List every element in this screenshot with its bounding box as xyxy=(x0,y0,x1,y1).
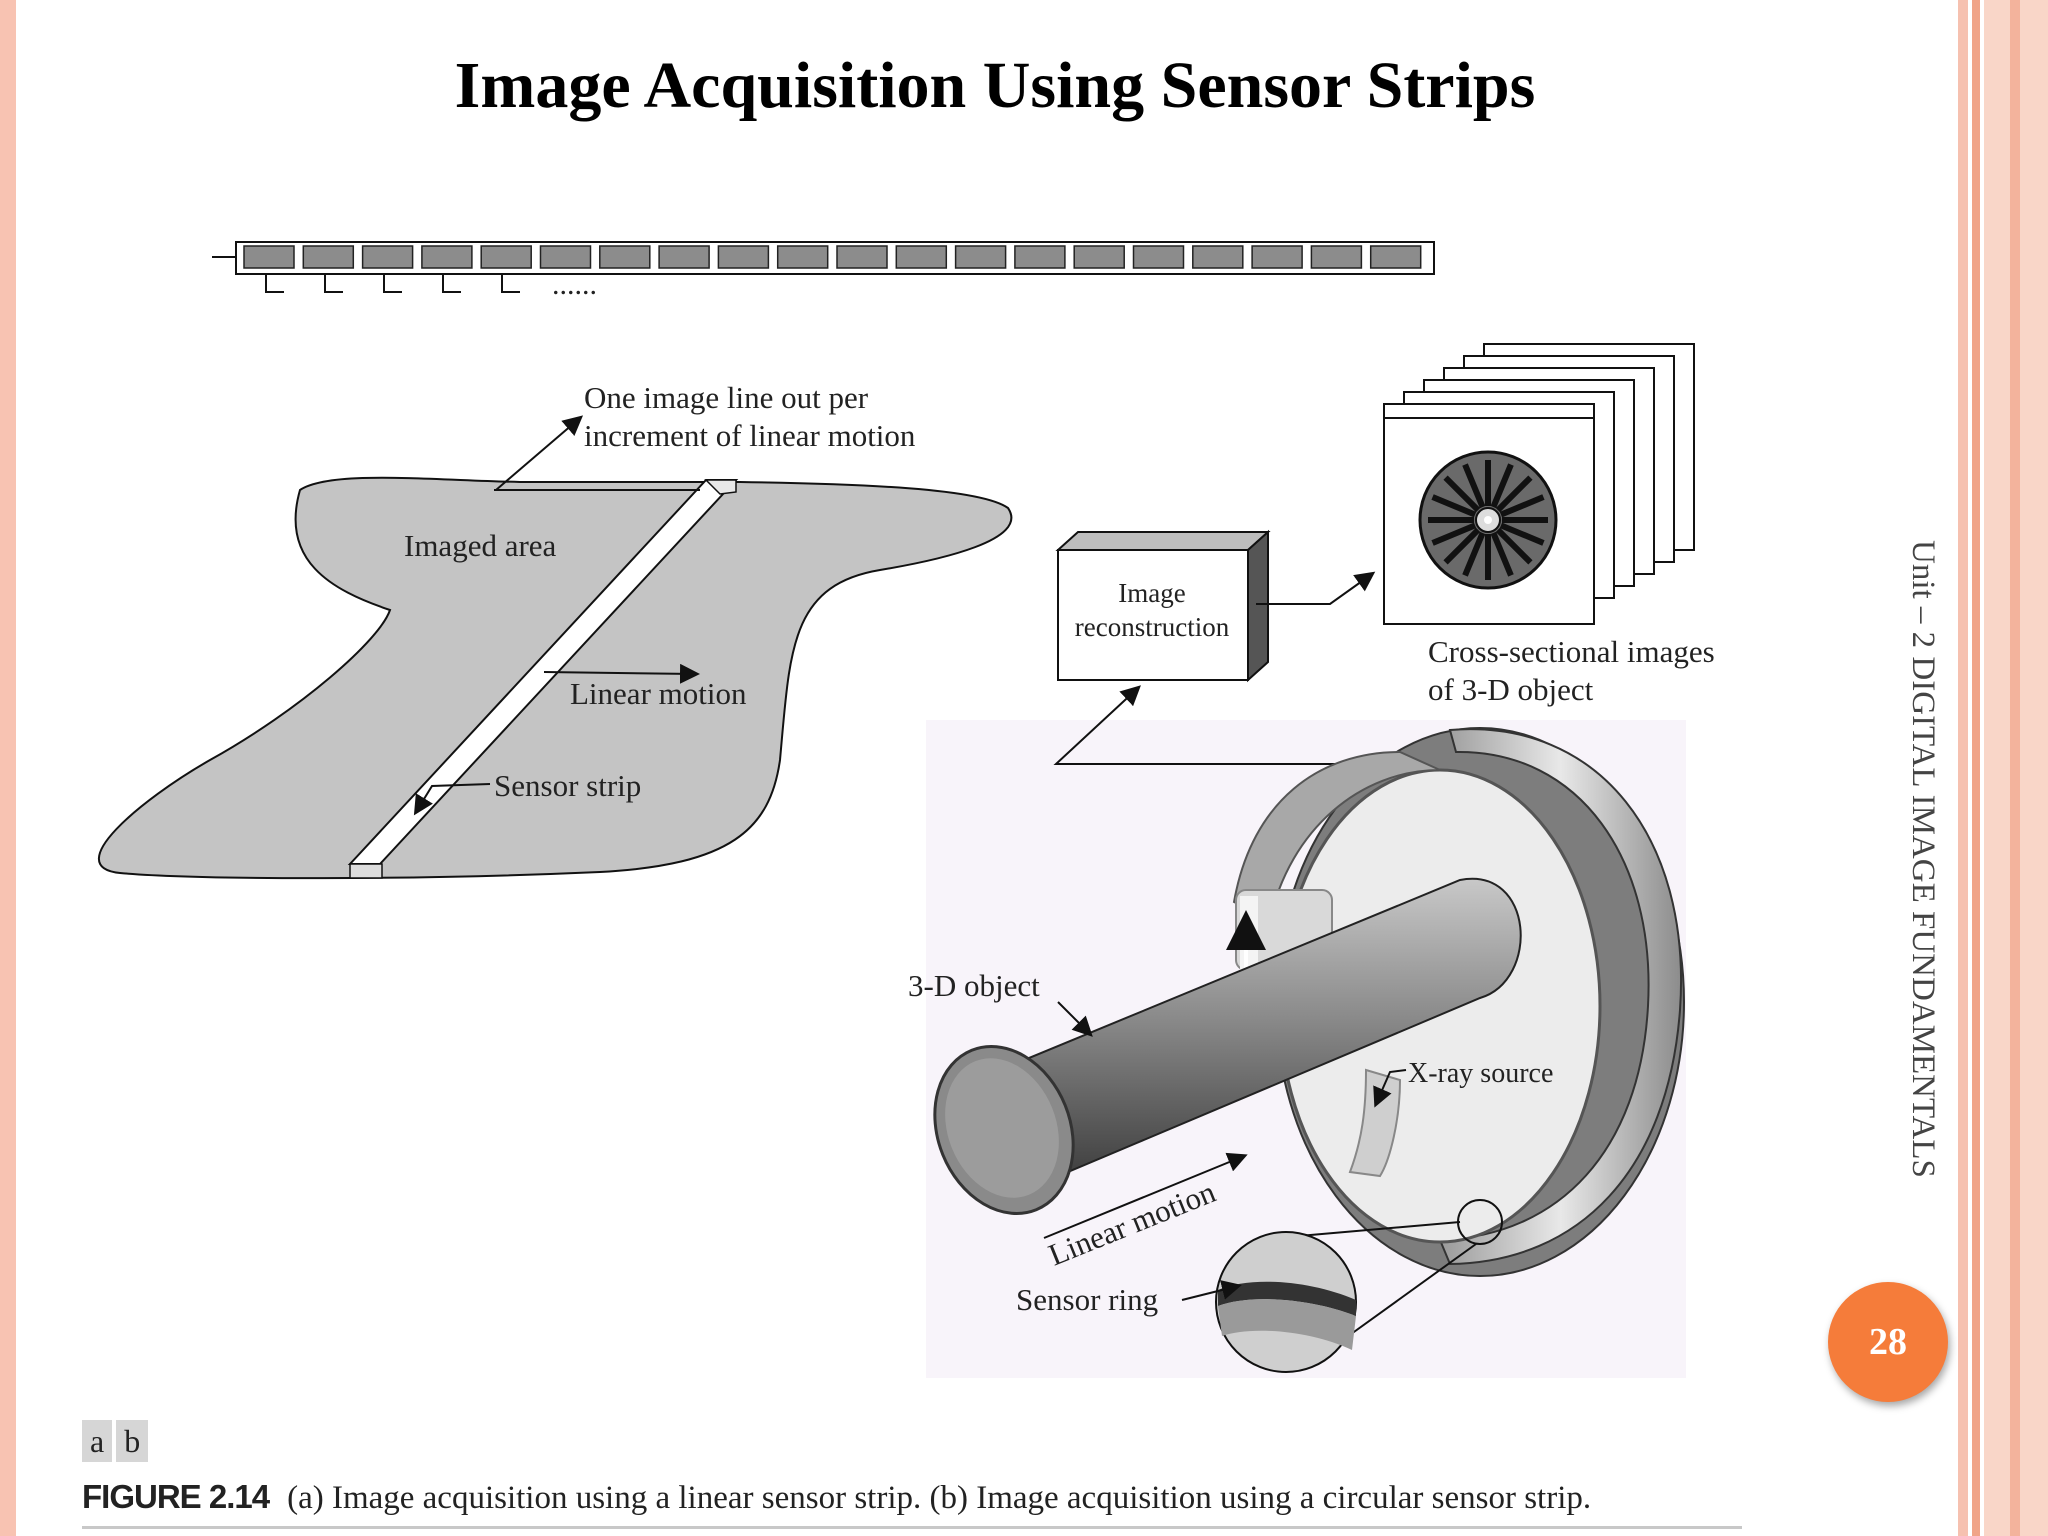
wheel-spoke xyxy=(1490,531,1514,577)
sensor-cell xyxy=(599,245,651,269)
cylinder-object xyxy=(933,877,1522,1215)
caption-divider xyxy=(82,1526,1742,1529)
cross-section-stack xyxy=(1383,343,1695,625)
right-stripe-1 xyxy=(1958,0,1968,1536)
sensor-cell xyxy=(1310,245,1363,269)
wheel-spoke xyxy=(1431,522,1477,546)
sensor-ring-zoom xyxy=(1215,1199,1503,1373)
sensor-lead xyxy=(442,274,461,293)
sensor-strip-label: Sensor strip xyxy=(494,768,641,803)
image-reconstruction-box: Image reconstruction xyxy=(1055,529,1271,683)
wheel-spoke xyxy=(1462,531,1486,577)
figure-caption-text: (a) Image acquisition using a linear sen… xyxy=(287,1480,1592,1516)
figure-caption: FIGURE 2.14 (a) Image acquisition using a… xyxy=(82,1478,1591,1517)
imaged-area-diagram: One image line out per increment of line… xyxy=(97,380,1013,880)
sensor-cell xyxy=(836,245,888,269)
sensor-lead xyxy=(501,274,520,293)
cross-section-label-1: Cross-sectional images xyxy=(1428,634,1715,669)
xray-source-label: X-ray source xyxy=(1408,1058,1553,1089)
line-out-label-1: One image line out per xyxy=(584,380,869,415)
unit-side-label: Unit – 2 DIGITAL IMAGE FUNDAMENTALS xyxy=(1905,540,1941,1178)
slide-title: Image Acquisition Using Sensor Strips xyxy=(454,49,1536,122)
sensor-cell xyxy=(895,245,948,269)
sensor-cell xyxy=(302,245,355,269)
panel-tags: a b xyxy=(82,1420,149,1462)
sensor-cell xyxy=(539,245,592,269)
right-stripe-2 xyxy=(1972,0,1980,1536)
linear-motion-label-a: Linear motion xyxy=(570,676,747,711)
sensor-cell xyxy=(243,245,295,269)
panel-tag-b: b xyxy=(116,1420,149,1462)
sensor-cell xyxy=(776,245,829,269)
sensor-cell xyxy=(480,245,532,269)
left-edge-stripe xyxy=(0,0,16,1536)
imaged-area-label: Imaged area xyxy=(404,528,557,563)
image-reconstruction-label-1: Image xyxy=(1118,578,1185,608)
wheel-spoke xyxy=(1462,463,1486,509)
sensor-cell xyxy=(1369,245,1422,269)
sensor-cell xyxy=(717,245,770,269)
cross-section-label-2: of 3-D object xyxy=(1428,672,1594,707)
sensor-cell xyxy=(658,245,710,269)
linear-sensor-array: ...... xyxy=(212,241,1435,301)
image-reconstruction-label-2: reconstruction xyxy=(1075,612,1230,642)
wheel-spoke xyxy=(1495,527,1533,565)
figure-number-label: FIGURE 2.14 xyxy=(82,1478,270,1515)
sensor-cell xyxy=(421,245,473,269)
page-number-badge: 28 xyxy=(1828,1282,1948,1402)
sensor-cell xyxy=(1014,245,1066,269)
sensor-lead xyxy=(383,274,402,293)
sensor-cell xyxy=(1251,245,1303,269)
wheel-spoke xyxy=(1495,475,1533,513)
object-label: 3-D object xyxy=(908,968,1040,1003)
array-ellipsis: ...... xyxy=(552,268,597,301)
sensor-cell xyxy=(361,245,414,269)
sensor-cell xyxy=(954,245,1007,269)
sensor-lead xyxy=(324,274,343,293)
panel-tag-a: a xyxy=(82,1420,113,1462)
sensor-cell xyxy=(1073,245,1125,269)
wheel-spoke xyxy=(1443,527,1481,565)
sensor-ring-label: Sensor ring xyxy=(1016,1282,1158,1317)
wheel-spoke xyxy=(1499,522,1545,546)
sensor-lead xyxy=(265,274,284,293)
wheel-spoke xyxy=(1490,463,1514,509)
wheel-spoke xyxy=(1499,494,1545,518)
ct-diagram: Image reconstruction Cross-sectional ima… xyxy=(908,343,1715,1378)
imaged-area-shape xyxy=(97,476,1013,880)
right-stripe-4 xyxy=(2010,0,2020,1536)
wheel-spoke xyxy=(1431,494,1477,518)
line-out-label-2: increment of linear motion xyxy=(584,418,916,453)
wheel-spoke xyxy=(1443,475,1481,513)
sensor-cell xyxy=(1132,245,1185,269)
sensor-cell xyxy=(1192,245,1244,269)
